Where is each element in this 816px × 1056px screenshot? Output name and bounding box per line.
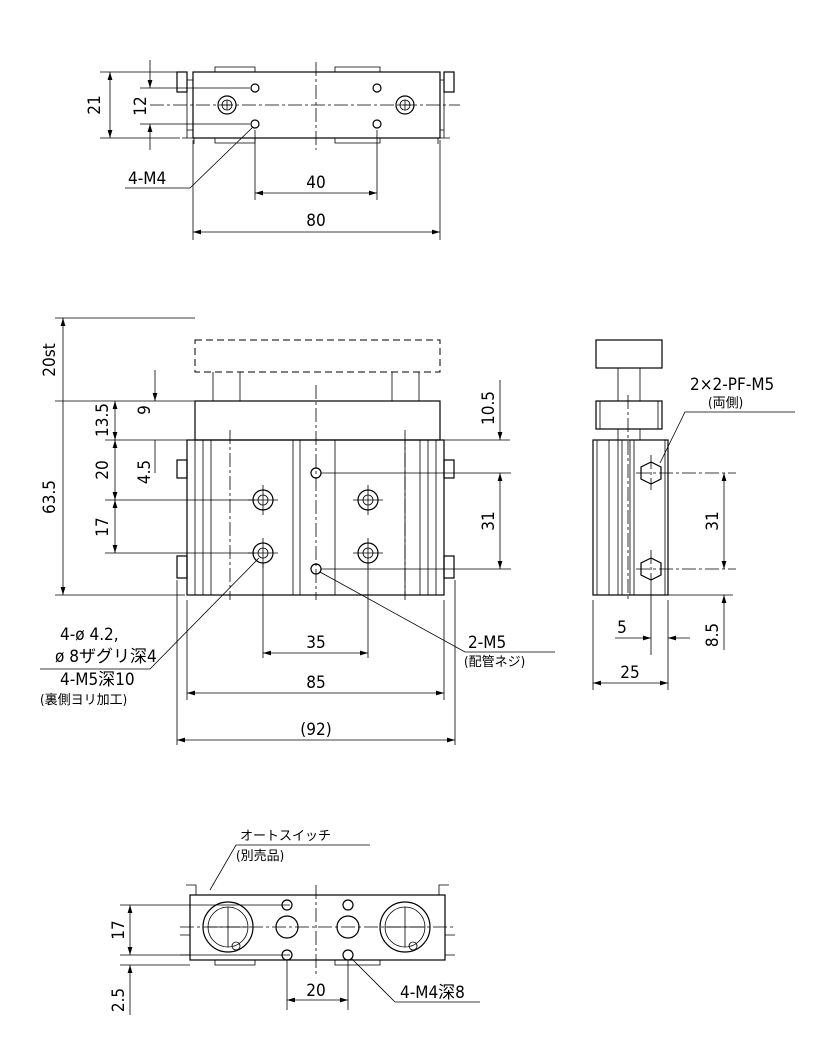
dim-5: 5 [617, 618, 627, 638]
note-holes-2: ø 8ザグリ深4 [55, 647, 157, 667]
note-port-1: 2×2-PF-M5 [690, 375, 774, 395]
dim-20st: 20st [40, 343, 60, 376]
front-view: 20st 63.5 13.5 9 20 4.5 17 10.5 31 35 85… [40, 317, 555, 745]
dim-4-5: 4.5 [135, 460, 155, 484]
note-holes-3: 4-M5深10 [60, 670, 135, 690]
dim-17: 17 [93, 517, 113, 536]
note-holes: 4-M4 [128, 169, 166, 189]
fitting [443, 71, 455, 93]
note-port-2: (両側) [708, 396, 743, 411]
note-switch-1: オートスイッチ [240, 829, 331, 844]
dim-10-5: 10.5 [479, 391, 499, 425]
dim-92: (92) [300, 720, 331, 740]
side-view: 31 8.5 5 25 2×2-PF-M5 (両側) [592, 339, 795, 690]
dim-20: 20 [306, 981, 325, 1001]
dim-31: 31 [479, 511, 499, 530]
stroke-end-plate [194, 339, 441, 373]
dim-31: 31 [703, 511, 723, 530]
dim-85: 85 [306, 673, 325, 693]
note-holes-1: 4-ø 4.2, [60, 625, 119, 645]
fitting [176, 71, 188, 93]
front-body [186, 439, 445, 596]
note-port-1: 2-M5 [468, 633, 506, 653]
side-body [592, 439, 669, 596]
bottom-body [189, 894, 446, 961]
plate [194, 400, 441, 441]
note-port-2: (配管ネジ) [464, 655, 525, 670]
dim-63-5: 63.5 [40, 480, 60, 514]
note-holes: 4-M4深8 [400, 983, 465, 1003]
dim-20: 20 [93, 460, 113, 479]
dim-21: 21 [85, 95, 105, 114]
dim-12: 12 [131, 96, 151, 115]
note-switch-2: (別売品) [236, 848, 284, 864]
dim-9: 9 [135, 405, 155, 415]
knurled-screw [217, 95, 237, 115]
dim-40: 40 [306, 173, 325, 193]
dim-25: 25 [620, 663, 639, 683]
dim-35: 35 [306, 633, 325, 653]
dim-17: 17 [109, 920, 129, 939]
note-holes-4: (裏側ヨリ加工) [40, 693, 127, 708]
bottom-view: 17 2.5 20 4-M4深8 オートスイッチ (別売品) [109, 829, 480, 1015]
dim-80: 80 [306, 211, 325, 231]
top-view: 21 12 40 80 4-M4 [85, 60, 460, 240]
dim-8-5: 8.5 [703, 623, 723, 647]
dim-13-5: 13.5 [93, 403, 113, 437]
knurled-screw [395, 95, 415, 115]
dim-2-5: 2.5 [109, 988, 129, 1012]
